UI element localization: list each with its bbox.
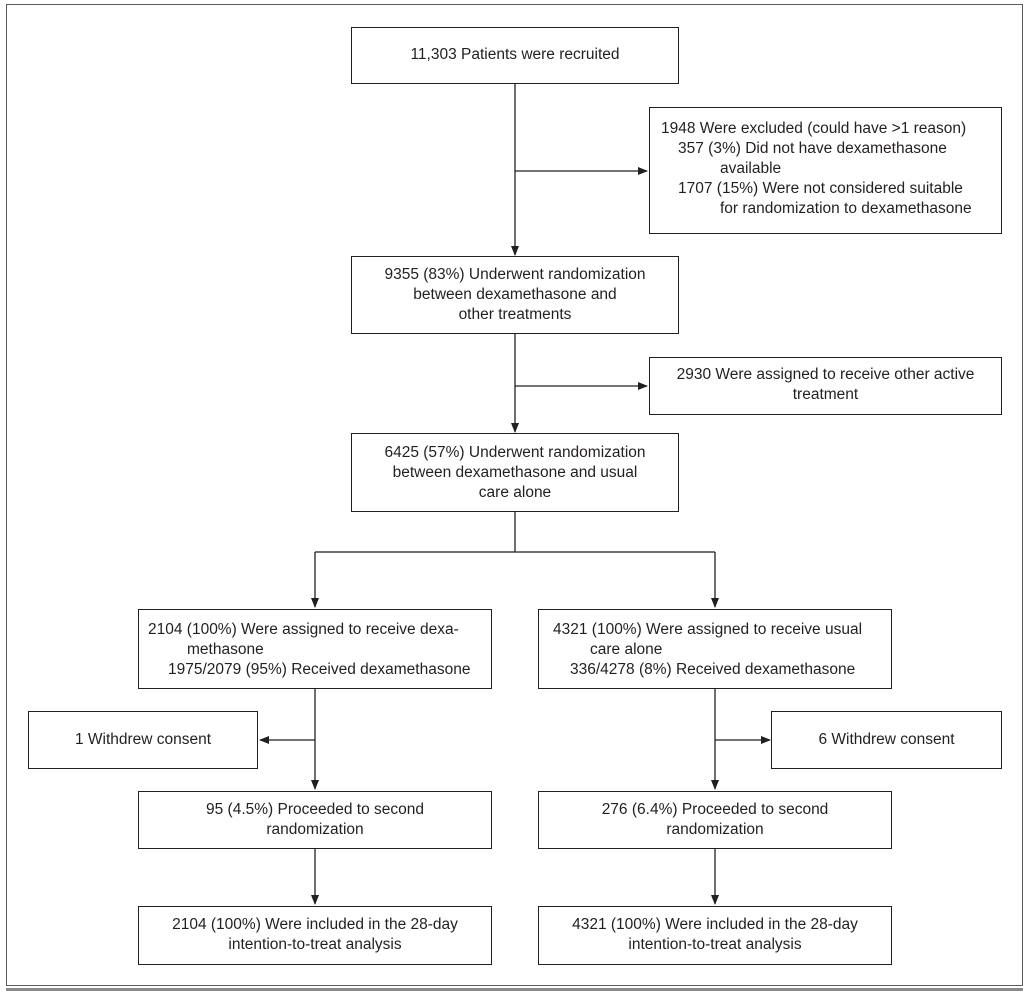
itt-left-line1: 2104 (100%) Were included in the 28-day	[172, 916, 458, 933]
dexa-arm-line2: methasone	[187, 641, 264, 658]
usual-arm-line3: 336/4278 (8%) Received dexamethasone	[570, 661, 856, 678]
rand2-box: 6425 (57%) Underwent randomization betwe…	[351, 433, 679, 512]
excluded-not-suitable-cont: for randomization to dexamethasone	[720, 200, 972, 217]
dexa-arm-box: 2104 (100%) Were assigned to receive dex…	[138, 609, 492, 689]
figure-frame	[6, 4, 1023, 986]
other-active-line2: treatment	[792, 386, 859, 403]
recruited-box: 11,303 Patients were recruited	[351, 27, 679, 84]
rand2-line1: 6425 (57%) Underwent randomization	[384, 444, 646, 461]
usual-arm-line2: care alone	[590, 641, 663, 658]
second-right-line1: 276 (6.4%) Proceeded to second	[601, 801, 829, 818]
second-left-line2: randomization	[266, 821, 364, 838]
excluded-total: 1948 Were excluded (could have >1 reason…	[661, 120, 967, 137]
withdrew-left-text: 1 Withdrew consent	[74, 731, 212, 748]
withdrew-right-box: 6 Withdrew consent	[771, 711, 1002, 769]
rand1-line2: between dexamethasone and	[413, 286, 617, 303]
second-left-line1: 95 (4.5%) Proceeded to second	[206, 801, 424, 818]
itt-right-box: 4321 (100%) Were included in the 28-day …	[538, 906, 892, 965]
withdrew-right-text: 6 Withdrew consent	[818, 731, 955, 748]
second-left-box: 95 (4.5%) Proceeded to second randomizat…	[138, 791, 492, 849]
excluded-no-dexa-cont: available	[720, 160, 782, 177]
itt-right-line2: intention-to-treat analysis	[628, 936, 802, 953]
itt-right-line1: 4321 (100%) Were included in the 28-day	[572, 916, 858, 933]
dexa-arm-line3: 1975/2079 (95%) Received dexamethasone	[168, 661, 471, 678]
rand2-line3: care alone	[478, 484, 552, 501]
other-active-box: 2930 Were assigned to receive other acti…	[649, 357, 1002, 415]
rand1-line1: 9355 (83%) Underwent randomization	[384, 266, 646, 283]
rand1-line3: other treatments	[458, 306, 572, 323]
excluded-box: 1948 Were excluded (could have >1 reason…	[649, 107, 1002, 234]
usual-arm-line1: 4321 (100%) Were assigned to receive usu…	[553, 621, 863, 638]
recruited-text: 11,303 Patients were recruited	[410, 46, 620, 63]
usual-arm-box: 4321 (100%) Were assigned to receive usu…	[538, 609, 892, 689]
rand2-line2: between dexamethasone and usual	[392, 464, 638, 481]
second-right-box: 276 (6.4%) Proceeded to second randomiza…	[538, 791, 892, 849]
itt-left-line2: intention-to-treat analysis	[228, 936, 402, 953]
other-active-line1: 2930 Were assigned to receive other acti…	[676, 366, 975, 383]
withdrew-left-box: 1 Withdrew consent	[28, 711, 258, 769]
itt-left-box: 2104 (100%) Were included in the 28-day …	[138, 906, 492, 965]
excluded-no-dexa: 357 (3%) Did not have dexamethasone	[678, 140, 947, 157]
bottom-rule	[6, 988, 1023, 991]
excluded-not-suitable: 1707 (15%) Were not considered suitable	[678, 180, 963, 197]
dexa-arm-line1: 2104 (100%) Were assigned to receive dex…	[148, 621, 459, 638]
rand1-box: 9355 (83%) Underwent randomization betwe…	[351, 256, 679, 334]
second-right-line2: randomization	[666, 821, 764, 838]
